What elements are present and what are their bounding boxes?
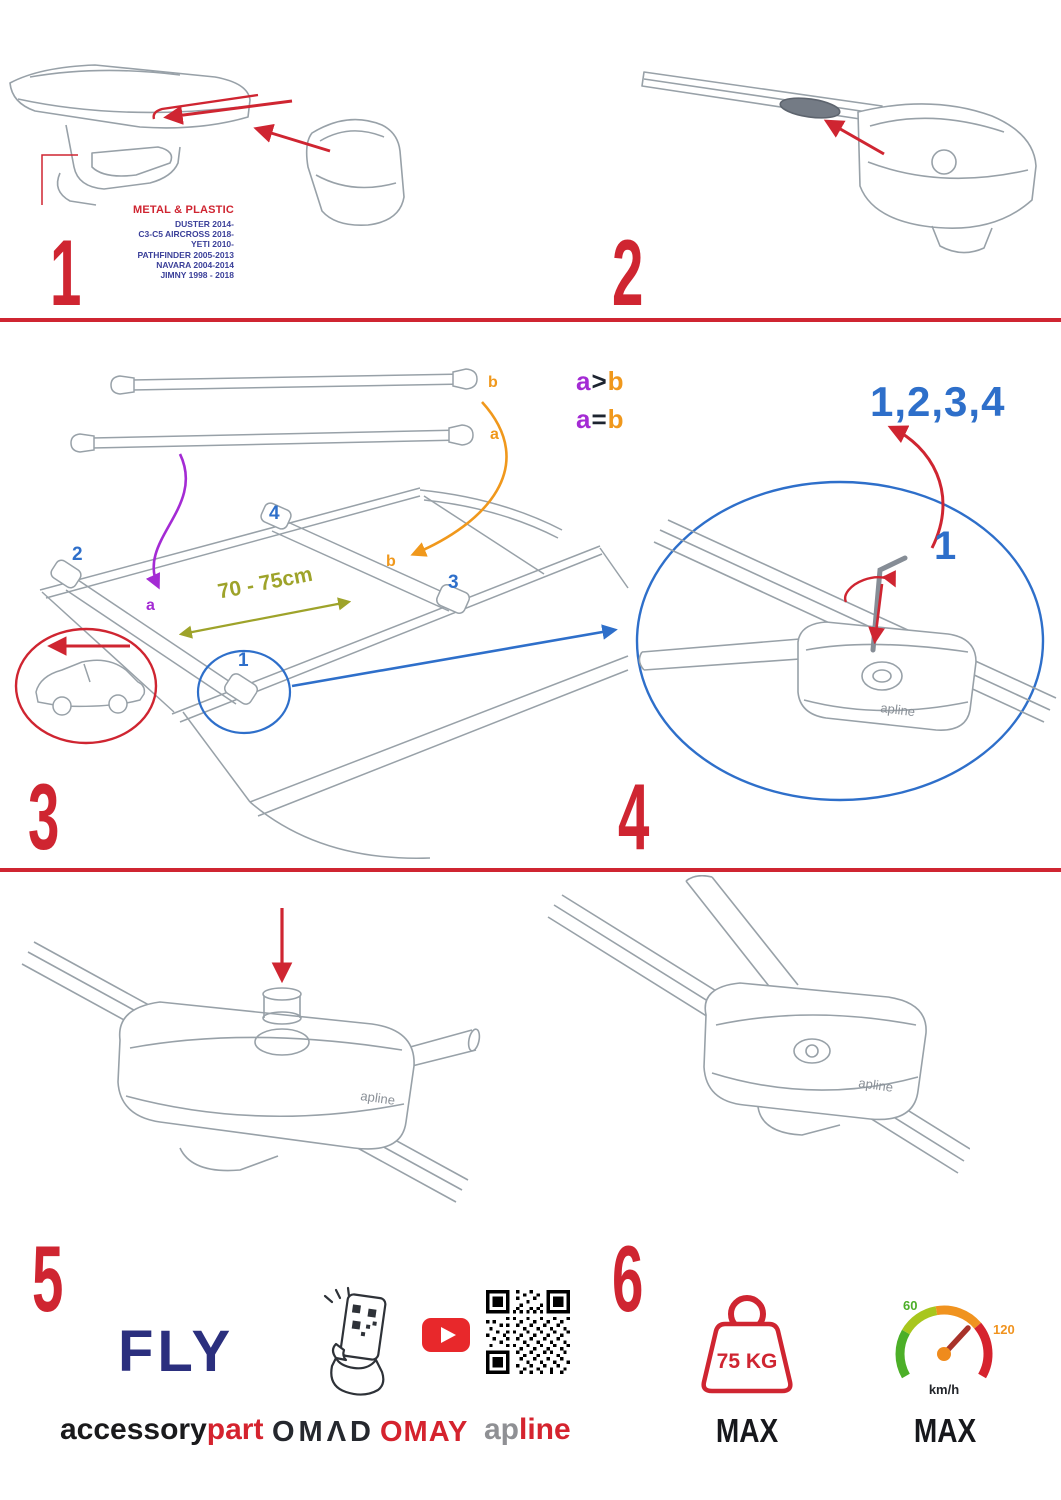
zoom-detail-circle	[635, 480, 1045, 802]
step6-drawing: apline	[547, 875, 970, 1174]
foot-3-label: 3	[448, 572, 459, 593]
model-item: YETI 2010-	[191, 239, 234, 250]
tighten-arrows-icon	[844, 425, 945, 645]
foot-cap-drawing	[21, 941, 481, 1203]
foot-4-label: 4	[269, 503, 280, 524]
step1-drawing	[9, 64, 405, 227]
step5-drawing: apline	[21, 908, 481, 1203]
car-roof-drawing	[39, 487, 629, 859]
step5-number: 5	[32, 1226, 64, 1331]
crossbar-pad-drawing	[641, 71, 1037, 254]
speed-max-label: MAX	[913, 1412, 977, 1449]
pad-insert-arrow-icon	[823, 119, 885, 156]
speed-60-label: 60	[903, 1298, 918, 1313]
bar-b-guide-arrow-icon	[410, 401, 508, 557]
bar-a-label: a	[490, 426, 499, 443]
rule-a-eq-b: a=b	[576, 404, 625, 434]
model-item: JIMNY 1998 - 2018	[160, 269, 234, 280]
mounted-foot-drawing	[547, 875, 970, 1174]
speed-unit-label: km/h	[928, 1382, 960, 1397]
foot-brand-text: apline	[360, 1088, 396, 1108]
brand-omay: OMAY	[380, 1416, 469, 1448]
step1-notes: METAL & PLASTIC DUSTER 2014- C3-C5 AIRCR…	[86, 204, 234, 280]
step6-number: 6	[612, 1226, 644, 1331]
phone-scan-icon	[323, 1286, 387, 1396]
brand-omad: OMΛD	[272, 1416, 375, 1448]
step4-drawing: apline	[635, 425, 1057, 802]
zoom-arrow-icon	[291, 624, 618, 688]
model-item: PATHFINDER 2005-2013	[137, 249, 234, 260]
brand-accessorypart: accessorypart	[60, 1413, 264, 1446]
spacing-arrow-icon	[178, 597, 352, 639]
crossbar-end-drawing	[9, 64, 405, 227]
foot-brand-text: apline	[880, 700, 916, 719]
step2-number: 2	[612, 220, 644, 325]
zoom-circle	[196, 649, 292, 735]
car-inset-icon	[14, 627, 158, 745]
step1-number: 1	[50, 220, 82, 325]
loose-crossbars-drawing	[70, 368, 478, 453]
allen-key-icon	[870, 555, 908, 653]
model-item: DUSTER 2014-	[174, 219, 234, 229]
step2-drawing	[641, 71, 1037, 254]
product-name: FLY	[118, 1319, 235, 1384]
bar-a-guide-arrow-icon	[145, 453, 188, 590]
weight-limit-icon: 75 KG	[701, 1295, 793, 1394]
foot-1-label: 1	[238, 650, 249, 671]
section-divider	[0, 318, 1061, 322]
callout-line	[41, 154, 78, 205]
youtube-icon	[422, 1318, 470, 1352]
weight-value: 75 KG	[717, 1350, 778, 1373]
sequence-first: 1	[934, 524, 957, 568]
qr-code-icon	[486, 1290, 570, 1374]
step3-number: 3	[28, 764, 60, 869]
step3-drawing	[14, 368, 629, 859]
foot-detail-drawing	[638, 519, 1057, 731]
speed-120-label: 120	[993, 1322, 1015, 1337]
section-divider	[0, 868, 1061, 872]
bar-b-label: b	[488, 374, 498, 391]
rule-a-gt-b: a>b	[576, 366, 625, 396]
foot-brand-text: apline	[858, 1075, 894, 1095]
position-a-label: a	[146, 597, 155, 614]
insert-arrow-icon	[152, 93, 331, 153]
foot-2-label: 2	[72, 544, 83, 565]
material-label: METAL & PLASTIC	[133, 204, 234, 216]
rubber-pad	[779, 97, 841, 119]
model-item: NAVARA 2004-2014	[156, 259, 234, 270]
brand-apline: apline	[484, 1413, 571, 1446]
model-list: DUSTER 2014- C3-C5 AIRCROSS 2018- YETI 2…	[86, 219, 234, 280]
model-item: C3-C5 AIRCROSS 2018-	[138, 229, 234, 240]
tighten-sequence: 1,2,3,4	[870, 378, 1006, 425]
speedometer-icon	[895, 1305, 993, 1379]
weight-max-label: MAX	[715, 1412, 779, 1449]
step4-number: 4	[618, 764, 650, 869]
position-b-label: b	[386, 553, 396, 570]
